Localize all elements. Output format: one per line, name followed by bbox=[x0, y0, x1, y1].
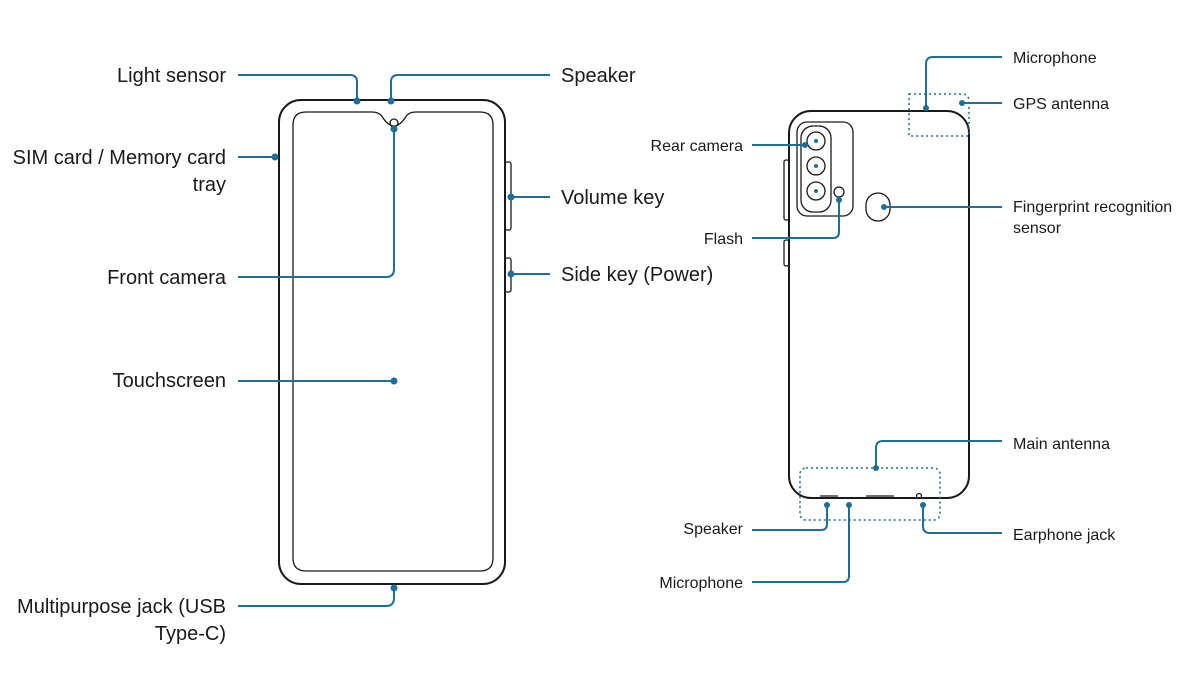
dot-side-key bbox=[507, 270, 515, 278]
leader-speaker-back bbox=[752, 505, 828, 531]
dot-microphone-top bbox=[923, 105, 929, 111]
dot-main-antenna bbox=[873, 465, 879, 471]
label-sim-tray-line1: SIM card / Memory card bbox=[13, 147, 226, 169]
label-front-camera: Front camera bbox=[107, 267, 227, 289]
camera-lens-1 bbox=[806, 131, 826, 151]
camera-lens-3 bbox=[806, 181, 826, 201]
dot-flash bbox=[836, 197, 842, 203]
label-speaker-back: Speaker bbox=[683, 521, 743, 538]
dot-earphone-jack bbox=[920, 502, 926, 508]
main-antenna-region bbox=[799, 467, 941, 521]
label-microphone-top: Microphone bbox=[1013, 50, 1097, 67]
dot-volume-key bbox=[507, 193, 515, 201]
camera-lens-1-center bbox=[814, 139, 818, 143]
label-volume-key: Volume key bbox=[561, 187, 664, 209]
camera-lens-2 bbox=[806, 156, 826, 176]
dot-speaker-back bbox=[824, 502, 830, 508]
flash-led bbox=[833, 186, 845, 198]
dot-multipurpose-jack bbox=[390, 584, 398, 592]
camera-module-outer bbox=[796, 121, 854, 217]
leader-speaker-front bbox=[390, 74, 550, 101]
leader-earphone-jack bbox=[922, 505, 1002, 534]
label-gps-antenna: GPS antenna bbox=[1013, 96, 1109, 113]
label-side-key: Side key (Power) bbox=[561, 264, 713, 286]
dot-touchscreen bbox=[390, 377, 398, 385]
back-left-key-lower bbox=[783, 239, 790, 267]
back-left-key-upper bbox=[783, 159, 790, 221]
label-rear-camera: Rear camera bbox=[651, 138, 744, 155]
label-microphone-bottom: Microphone bbox=[659, 575, 743, 592]
leader-light-sensor bbox=[238, 74, 358, 101]
label-sim-tray-line2: tray bbox=[193, 174, 226, 196]
bottom-port-earphone bbox=[915, 492, 923, 500]
front-device-body bbox=[278, 99, 506, 585]
back-device bbox=[783, 93, 970, 521]
front-labels: Light sensor Speaker SIM card / Memory c… bbox=[13, 65, 714, 645]
leader-microphone-bottom bbox=[752, 505, 850, 583]
label-main-antenna: Main antenna bbox=[1013, 436, 1110, 453]
label-light-sensor: Light sensor bbox=[117, 65, 226, 87]
dot-light-sensor bbox=[353, 97, 361, 105]
dot-gps-antenna bbox=[959, 100, 965, 106]
back-labels: Microphone GPS antenna Rear camera Finge… bbox=[651, 50, 1173, 592]
dot-fingerprint bbox=[881, 204, 887, 210]
label-speaker-front: Speaker bbox=[561, 65, 636, 87]
gps-antenna-region bbox=[908, 93, 970, 137]
front-screen-with-notch bbox=[292, 111, 494, 572]
dot-sim-tray bbox=[271, 153, 279, 161]
back-leaders bbox=[752, 56, 1002, 583]
leader-multipurpose-jack bbox=[238, 588, 395, 607]
front-leaders bbox=[238, 74, 550, 607]
leader-main-antenna bbox=[875, 440, 1002, 468]
back-device-body bbox=[788, 110, 970, 499]
label-earphone-jack: Earphone jack bbox=[1013, 527, 1116, 544]
camera-lens-2-center bbox=[814, 164, 818, 168]
label-touchscreen: Touchscreen bbox=[113, 370, 226, 392]
dot-rear-camera bbox=[802, 142, 808, 148]
label-flash: Flash bbox=[704, 231, 743, 248]
label-fingerprint-line2: sensor bbox=[1013, 220, 1062, 237]
camera-lens-3-center bbox=[814, 189, 818, 193]
leader-flash bbox=[752, 200, 840, 239]
dot-microphone-bottom bbox=[846, 502, 852, 508]
dot-front-camera bbox=[390, 125, 398, 133]
camera-lens-strip bbox=[800, 125, 832, 213]
dot-speaker-front bbox=[387, 97, 395, 105]
label-multipurpose-jack-line1: Multipurpose jack (USB bbox=[17, 596, 226, 618]
leader-front-camera bbox=[238, 129, 395, 278]
label-multipurpose-jack-line2: Type-C) bbox=[155, 623, 226, 645]
leader-microphone-top bbox=[925, 56, 1002, 108]
label-fingerprint-line1: Fingerprint recognition bbox=[1013, 199, 1172, 216]
